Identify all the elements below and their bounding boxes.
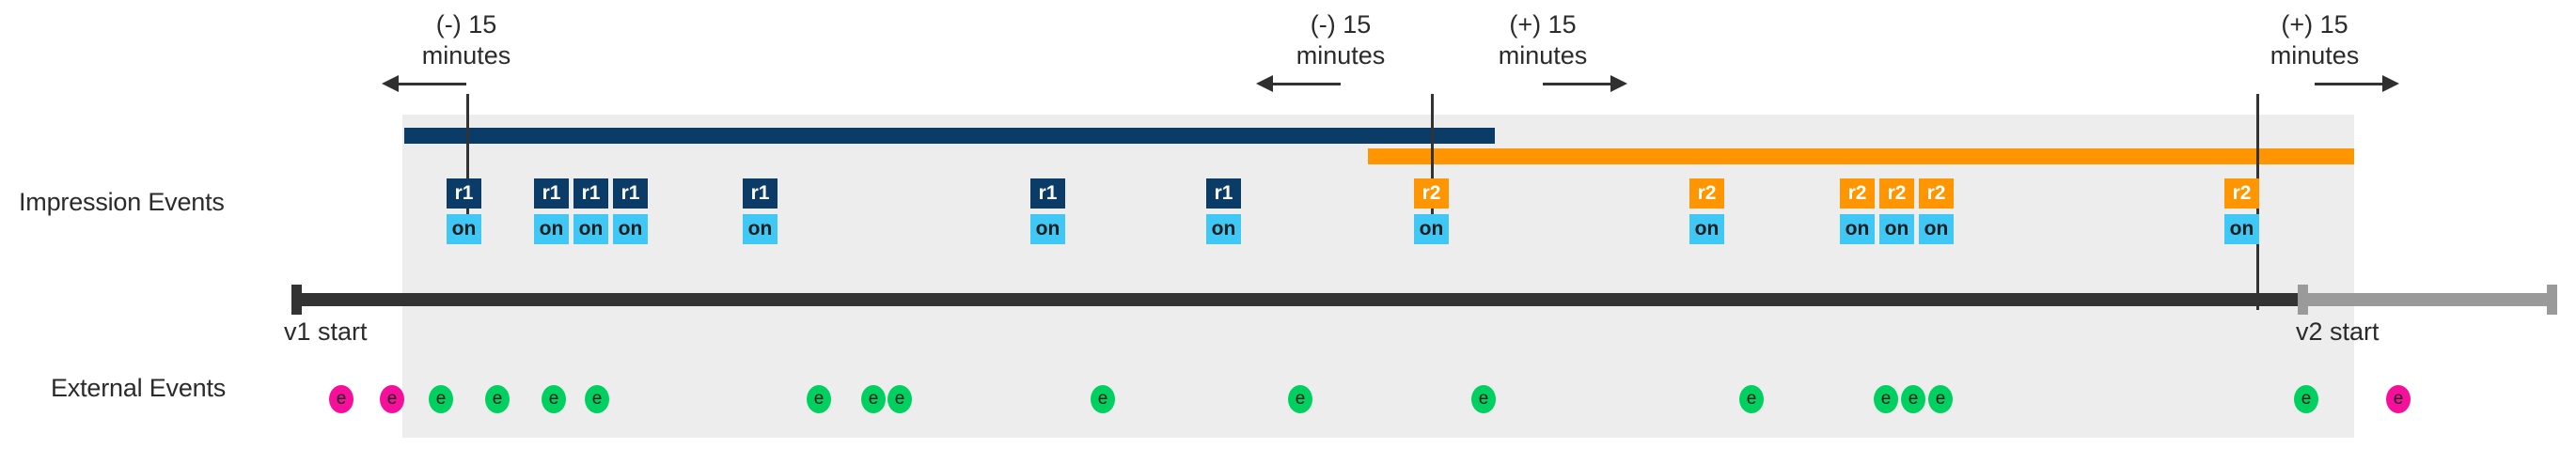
impression-chip-on: on xyxy=(1030,214,1065,244)
time-axis-active-segment xyxy=(291,293,2303,306)
external-event-dot-inside: e xyxy=(1288,385,1312,413)
time-axis-future-segment xyxy=(2303,293,2557,306)
impression-chip-on: on xyxy=(613,214,648,244)
ann-mid-minus-arrow-shaft xyxy=(1273,83,1341,85)
axis-cap-v2 xyxy=(2298,285,2308,315)
impression-chip-on: on xyxy=(2224,214,2259,244)
axis-cap-start xyxy=(291,285,302,315)
impression-chip-r1: r1 xyxy=(743,178,778,209)
impression-chip-on: on xyxy=(743,214,778,244)
ann-mid-minus-arrow-head-left xyxy=(1256,75,1273,92)
impression-events-row-label: Impression Events xyxy=(19,188,225,216)
ann-right-plus-line1: (+) 15 xyxy=(2281,10,2348,39)
external-event-dot-inside: e xyxy=(1901,385,1925,413)
impression-chip-on: on xyxy=(447,214,481,244)
leader-v2-start-mid xyxy=(1431,94,1434,240)
external-event-dot-inside: e xyxy=(861,385,886,413)
overlap-window-shade-lower xyxy=(402,250,2354,438)
impression-chip-r2: r2 xyxy=(1879,178,1914,209)
ann-mid-minus-line2: minutes xyxy=(1296,41,1386,70)
impression-chip-r1: r1 xyxy=(613,178,648,209)
impression-chip-on: on xyxy=(1840,214,1875,244)
axis-cap-end xyxy=(2547,285,2557,315)
axis-label-v1-start: v1 start xyxy=(284,317,368,346)
ann-left-minus-line2: minutes xyxy=(421,41,511,70)
impression-chip-r2: r2 xyxy=(2224,178,2259,209)
impression-chip-on: on xyxy=(1919,214,1954,244)
ann-mid-plus-arrow-head-right xyxy=(1610,75,1627,92)
v1-duration-bar xyxy=(404,128,1495,144)
impression-chip-r2: r2 xyxy=(1689,178,1724,209)
leader-v1-start xyxy=(466,94,469,240)
impression-chip-r1: r1 xyxy=(447,178,481,209)
external-event-dot-inside: e xyxy=(1874,385,1898,413)
impression-chip-on: on xyxy=(1689,214,1724,244)
external-event-dot-inside: e xyxy=(1928,385,1953,413)
ann-left-minus-arrow-head-left xyxy=(382,75,399,92)
external-event-dot-inside: e xyxy=(807,385,831,413)
external-event-dot-inside: e xyxy=(887,385,912,413)
v2-duration-bar xyxy=(1368,148,2354,164)
impression-chip-r1: r1 xyxy=(573,178,608,209)
impression-chip-r2: r2 xyxy=(1919,178,1954,209)
external-event-dot-inside: e xyxy=(1471,385,1496,413)
impression-chip-r2: r2 xyxy=(1840,178,1875,209)
external-event-dot-inside: e xyxy=(2294,385,2318,413)
ann-right-plus-arrow-head-right xyxy=(2382,75,2399,92)
ann-left-minus-line1: (-) 15 xyxy=(435,10,497,39)
external-event-dot-inside: e xyxy=(485,385,510,413)
ann-mid-minus-line1: (-) 15 xyxy=(1310,10,1372,39)
axis-label-v2-start: v2 start xyxy=(2296,317,2380,346)
ann-right-plus-arrow-shaft xyxy=(2315,83,2382,85)
impression-chip-r1: r1 xyxy=(1030,178,1065,209)
external-event-dot-inside: e xyxy=(1091,385,1115,413)
external-events-row-label: External Events xyxy=(51,374,227,402)
impression-chip-on: on xyxy=(1879,214,1914,244)
external-event-dot-inside: e xyxy=(542,385,566,413)
external-event-dot-inside: e xyxy=(1739,385,1764,413)
impression-chip-on: on xyxy=(1414,214,1449,244)
external-event-dot-inside: e xyxy=(429,385,453,413)
external-event-dot-outside: e xyxy=(380,385,404,413)
ann-mid-plus-arrow-shaft xyxy=(1543,83,1610,85)
impression-chip-on: on xyxy=(1206,214,1241,244)
ann-right-plus-line2: minutes xyxy=(2270,41,2360,70)
impression-chip-on: on xyxy=(573,214,608,244)
impression-chip-r2: r2 xyxy=(1414,178,1449,209)
external-event-dot-outside: e xyxy=(2386,385,2411,413)
ann-mid-plus-line2: minutes xyxy=(1498,41,1588,70)
impression-chip-on: on xyxy=(534,214,569,244)
ann-left-minus-arrow-shaft xyxy=(399,83,466,85)
ann-mid-plus-line1: (+) 15 xyxy=(1509,10,1577,39)
impression-chip-r1: r1 xyxy=(1206,178,1241,209)
external-event-dot-inside: e xyxy=(585,385,609,413)
impression-chip-r1: r1 xyxy=(534,178,569,209)
external-event-dot-outside: e xyxy=(329,385,353,413)
